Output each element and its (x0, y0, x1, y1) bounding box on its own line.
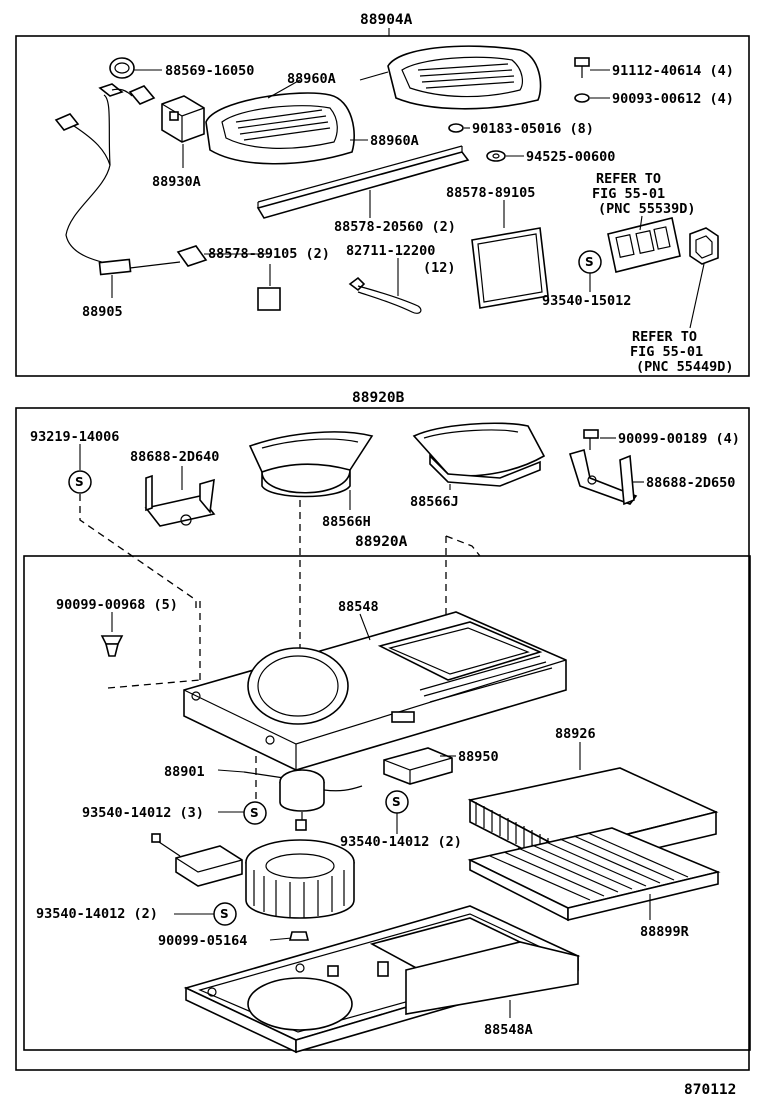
label-88548: 88548 (338, 599, 379, 615)
bracket-88688-2d640 (144, 474, 216, 527)
symbol-s-4: S (385, 790, 409, 814)
label-ref2-b: FIG 55-01 (630, 344, 703, 360)
label-ref1-a: REFER TO (596, 171, 661, 187)
label-88688-2d640: 88688-2D640 (130, 449, 219, 465)
figure-code: 870112 (684, 1082, 736, 1098)
svg-text:S: S (250, 806, 259, 820)
label-88901: 88901 (164, 764, 205, 780)
label-88950: 88950 (458, 749, 499, 765)
duct-88566j (412, 422, 546, 487)
upper-assembly-frame (15, 35, 750, 377)
lower-case-88548a (183, 905, 581, 1054)
screw-90099-00189 (583, 429, 599, 450)
controller-88950 (383, 747, 453, 785)
inner-assembly-title: 88920A (355, 534, 408, 550)
label-ref1-b: FIG 55-01 (592, 186, 665, 202)
label-88926: 88926 (555, 726, 596, 742)
inner-assembly-frame (23, 555, 751, 1051)
filter-88899r (467, 827, 721, 922)
label-88578-20560: 88578-20560 (2) (334, 219, 456, 235)
symbol-s-5: S (213, 902, 237, 926)
switch-part (161, 95, 205, 143)
nut-90183 (448, 123, 464, 133)
label-90093: 90093-00612 (4) (612, 91, 734, 107)
washer-90093 (574, 93, 590, 103)
blower-motor-88901 (243, 769, 363, 831)
pad-88578-89105-small (257, 287, 281, 311)
label-93540-14012-3: 93540-14012 (3) (82, 805, 204, 821)
wire-harness-part (54, 83, 208, 276)
lower-assembly-title: 88920B (352, 390, 405, 406)
label-82711-a: 82711-12200 (346, 243, 435, 259)
label-93540-15012: 93540-15012 (542, 293, 631, 309)
label-82711-b: (12) (423, 260, 456, 276)
symbol-s-1: S (578, 250, 602, 274)
pad-88578-89105-large (471, 227, 549, 309)
label-88960a-2: 88960A (370, 133, 419, 149)
label-88569: 88569-16050 (165, 63, 254, 79)
upper-assembly-title: 88904A (360, 12, 413, 28)
connector-55449d (689, 227, 719, 265)
label-ref1-c: (PNC 55539D) (598, 201, 696, 217)
svg-text:S: S (585, 255, 594, 269)
grommet-94525 (486, 150, 506, 162)
upper-case-88548 (183, 611, 567, 771)
cover-88960a-right (387, 45, 542, 110)
label-90099-00189: 90099-00189 (4) (618, 431, 740, 447)
bracket-88688-2d650 (568, 448, 638, 506)
label-90099-05164: 90099-05164 (158, 933, 247, 949)
label-90099-00968: 90099-00968 (5) (56, 597, 178, 613)
blower-fan (245, 839, 355, 919)
seal-strip-88578-20560 (256, 145, 470, 219)
label-93540-14012-2b: 93540-14012 (2) (36, 906, 158, 922)
label-93219: 93219-14006 (30, 429, 119, 445)
label-88930a: 88930A (152, 174, 201, 190)
symbol-s-2: S (68, 470, 92, 494)
label-88578-89105-b: 88578-89105 (2) (208, 246, 330, 262)
label-ref2-c: (PNC 55449D) (636, 359, 734, 375)
bracket-55539d (607, 217, 681, 273)
resistor-part (151, 833, 243, 887)
label-88899r: 88899R (640, 924, 690, 940)
label-88566h: 88566H (322, 514, 371, 530)
svg-text:S: S (75, 475, 84, 489)
svg-text:S: S (392, 795, 401, 809)
label-88960a-1: 88960A (287, 71, 336, 87)
cable-tie-82711 (348, 276, 422, 314)
label-88548a: 88548A (484, 1022, 533, 1038)
label-ref2-a: REFER TO (632, 329, 697, 345)
label-88566j: 88566J (410, 494, 459, 510)
symbol-s-3: S (243, 801, 267, 825)
label-88688-2d650: 88688-2D650 (646, 475, 735, 491)
label-90183: 90183-05016 (8) (472, 121, 594, 137)
screw-91112 (574, 57, 590, 78)
label-88578-89105-a: 88578-89105 (446, 185, 535, 201)
nut-90099-05164 (288, 931, 310, 941)
label-91112: 91112-40614 (4) (612, 63, 734, 79)
lower-assembly-frame (15, 407, 750, 1071)
duct-88566h (248, 431, 374, 498)
label-93540-14012-2a: 93540-14012 (2) (340, 834, 462, 850)
svg-text:S: S (220, 907, 229, 921)
label-94525: 94525-00600 (526, 149, 615, 165)
label-88905: 88905 (82, 304, 123, 320)
clip-90099-00968 (100, 635, 124, 657)
clamp-part (109, 57, 135, 79)
cover-88960a-left (205, 92, 355, 165)
